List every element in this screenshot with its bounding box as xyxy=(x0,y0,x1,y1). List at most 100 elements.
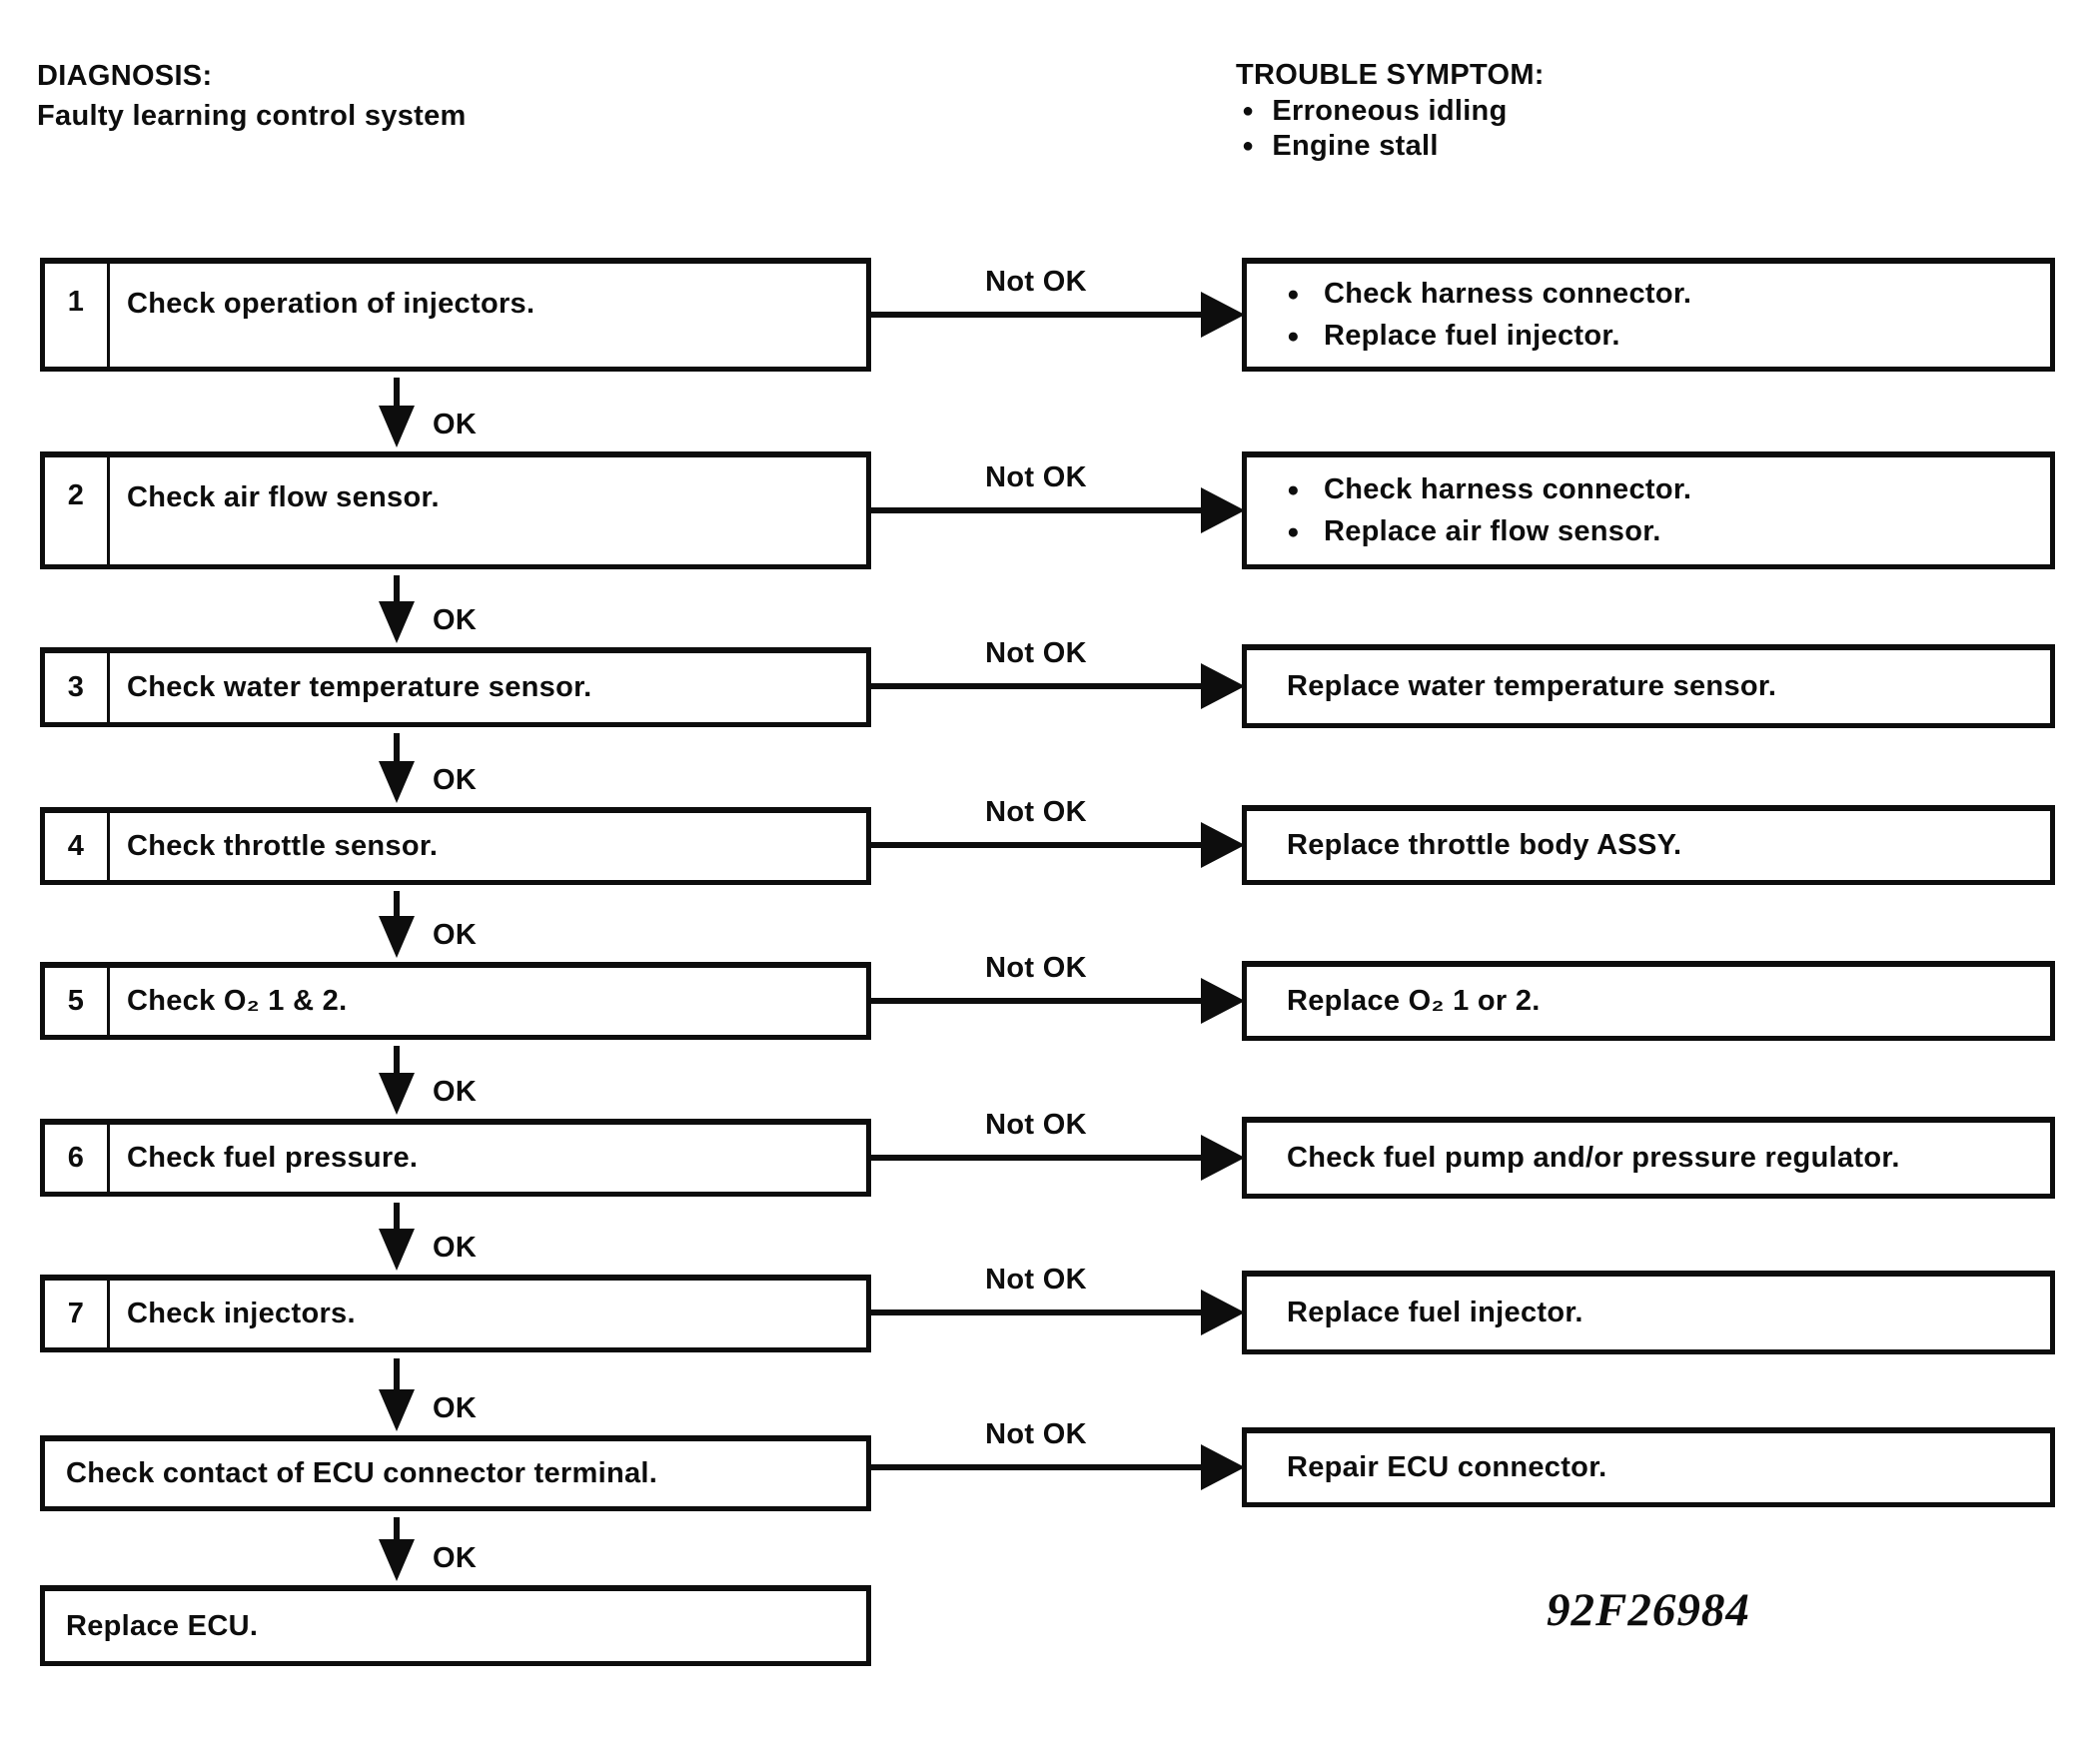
right-arrow-icon xyxy=(1201,1290,1245,1335)
not-ok-label: Not OK xyxy=(985,637,1087,669)
right-arrow-icon xyxy=(1201,1135,1245,1181)
step-number: 1 xyxy=(45,264,110,367)
trouble-symptom-header: TROUBLE SYMPTOM: ● Erroneous idling ● En… xyxy=(1236,56,1545,164)
remedy-text: Replace air flow sensor. xyxy=(1323,515,1661,547)
down-arrow-icon xyxy=(379,761,415,803)
right-arrow-icon xyxy=(1201,487,1245,533)
right-arrow-icon xyxy=(1201,1444,1245,1490)
remedy-text: Replace fuel injector. xyxy=(1287,1297,1583,1328)
symptom-text: Engine stall xyxy=(1272,130,1439,162)
remedy-box-4: Replace throttle body ASSY. xyxy=(1242,805,2055,885)
ok-label: OK xyxy=(433,919,478,951)
symptom-item: ● Erroneous idling xyxy=(1236,94,1545,129)
step-number: 4 xyxy=(45,813,110,880)
ok-arrow: OK xyxy=(379,1358,477,1431)
step-action: Replace ECU. xyxy=(66,1609,259,1642)
diagnosis-value: Faulty learning control system xyxy=(37,100,467,132)
bullet-icon: ● xyxy=(1287,324,1300,348)
down-arrow-icon xyxy=(379,601,415,643)
diagnosis-label: DIAGNOSIS: xyxy=(37,60,213,92)
remedy-text: Check fuel pump and/or pressure regulato… xyxy=(1287,1142,1900,1174)
remedy-text: Replace O₂ 1 or 2. xyxy=(1287,985,1541,1017)
remedy-item: ● Check harness connector. xyxy=(1287,473,2050,506)
bullet-icon: ● xyxy=(1287,477,1300,501)
step-action: Check operation of injectors. xyxy=(127,288,535,320)
remedy-text: Check harness connector. xyxy=(1323,278,1692,310)
ok-arrow: OK xyxy=(379,378,477,447)
step-action: Check water temperature sensor. xyxy=(127,671,592,703)
ok-label: OK xyxy=(433,604,478,636)
remedy-box-5: Replace O₂ 1 or 2. xyxy=(1242,961,2055,1041)
down-arrow-icon xyxy=(379,406,415,447)
remedy-text: Replace fuel injector. xyxy=(1323,320,1620,352)
remedy-item: ● Check harness connector. xyxy=(1287,278,2050,311)
ecu-terminal-check-box: Check contact of ECU connector terminal. xyxy=(40,1435,871,1511)
bullet-icon: ● xyxy=(1242,100,1255,122)
step-number: 2 xyxy=(45,457,110,564)
remedy-text: Repair ECU connector. xyxy=(1287,1451,1607,1483)
not-ok-label: Not OK xyxy=(985,266,1087,298)
ok-label: OK xyxy=(433,1076,478,1108)
step-action: Check throttle sensor. xyxy=(127,830,439,862)
trouble-symptom-label: TROUBLE SYMPTOM: xyxy=(1236,59,1545,91)
ok-label: OK xyxy=(433,1232,478,1264)
figure-code: 92F26984 xyxy=(1547,1584,1750,1636)
down-arrow-icon xyxy=(379,1389,415,1431)
step-box-2: 2 Check air flow sensor. xyxy=(40,451,871,569)
step-box-7: 7 Check injectors. xyxy=(40,1275,871,1352)
not-ok-label: Not OK xyxy=(985,461,1087,493)
step-action: Check contact of ECU connector terminal. xyxy=(66,1457,658,1489)
ok-label: OK xyxy=(433,1392,478,1424)
right-arrow-icon xyxy=(1201,822,1245,868)
bullet-icon: ● xyxy=(1287,519,1300,543)
right-arrow-icon xyxy=(1201,978,1245,1024)
remedy-item: Replace throttle body ASSY. xyxy=(1287,829,2050,862)
remedy-item: Replace fuel injector. xyxy=(1287,1297,2050,1329)
step-box-5: 5 Check O₂ 1 & 2. xyxy=(40,962,871,1040)
step-box-1: 1 Check operation of injectors. xyxy=(40,258,871,372)
bullet-icon: ● xyxy=(1287,282,1300,306)
step-box-6: 6 Check fuel pressure. xyxy=(40,1119,871,1197)
remedy-box-6: Check fuel pump and/or pressure regulato… xyxy=(1242,1117,2055,1199)
remedy-box-2: ● Check harness connector. ● Replace air… xyxy=(1242,451,2055,569)
step-number: 5 xyxy=(45,968,110,1035)
step-number: 7 xyxy=(45,1281,110,1347)
ok-label: OK xyxy=(433,1542,478,1574)
not-ok-label: Not OK xyxy=(985,1264,1087,1296)
down-arrow-icon xyxy=(379,1073,415,1115)
step-box-4: 4 Check throttle sensor. xyxy=(40,807,871,885)
step-action: Check O₂ 1 & 2. xyxy=(127,985,348,1017)
right-arrow-icon xyxy=(1201,292,1245,338)
symptom-item: ● Engine stall xyxy=(1236,129,1545,164)
remedy-item: Repair ECU connector. xyxy=(1287,1451,2050,1484)
not-ok-label: Not OK xyxy=(985,796,1087,828)
ok-label: OK xyxy=(433,409,478,440)
ok-arrow: OK xyxy=(379,575,477,643)
step-action: Check air flow sensor. xyxy=(127,481,440,513)
remedy-box-8: Repair ECU connector. xyxy=(1242,1427,2055,1507)
not-ok-label: Not OK xyxy=(985,1109,1087,1141)
down-arrow-icon xyxy=(379,1229,415,1271)
diagnosis-header: DIAGNOSIS: Faulty learning control syste… xyxy=(37,56,467,136)
remedy-item: ● Replace air flow sensor. xyxy=(1287,515,2050,548)
step-number: 6 xyxy=(45,1125,110,1192)
not-ok-label: Not OK xyxy=(985,1418,1087,1450)
bullet-icon: ● xyxy=(1242,135,1255,157)
ok-arrow: OK xyxy=(379,1517,477,1581)
step-number: 3 xyxy=(45,653,110,722)
remedy-text: Replace water temperature sensor. xyxy=(1287,670,1777,702)
ok-arrow: OK xyxy=(379,1203,477,1271)
remedy-text: Replace throttle body ASSY. xyxy=(1287,829,1682,861)
down-arrow-icon xyxy=(379,916,415,958)
remedy-box-1: ● Check harness connector. ● Replace fue… xyxy=(1242,258,2055,372)
remedy-item: Replace O₂ 1 or 2. xyxy=(1287,985,2050,1018)
replace-ecu-box: Replace ECU. xyxy=(40,1585,871,1666)
remedy-box-7: Replace fuel injector. xyxy=(1242,1271,2055,1354)
remedy-item: Replace water temperature sensor. xyxy=(1287,670,2050,703)
not-ok-label: Not OK xyxy=(985,952,1087,984)
ok-arrow: OK xyxy=(379,733,477,803)
step-box-3: 3 Check water temperature sensor. xyxy=(40,647,871,727)
ok-label: OK xyxy=(433,764,478,796)
ok-arrow: OK xyxy=(379,1046,477,1115)
